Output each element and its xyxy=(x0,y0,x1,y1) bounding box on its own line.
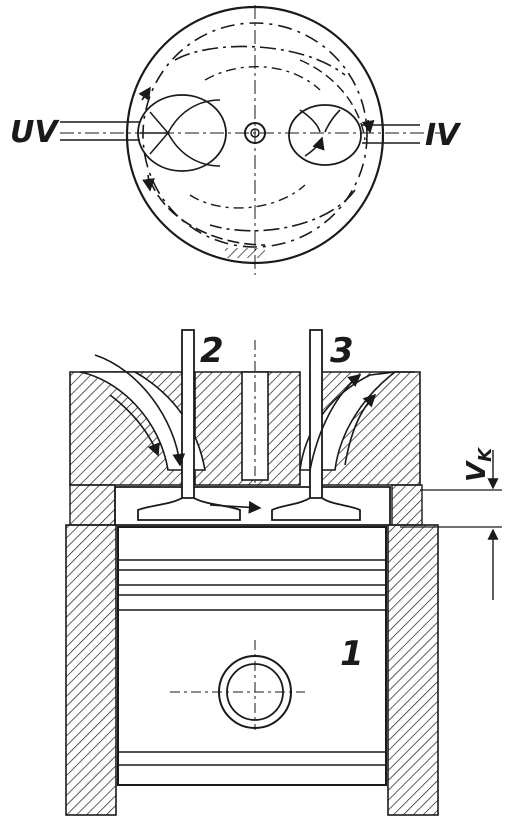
top-view-cylinder xyxy=(60,5,440,275)
swirl-arrow-left xyxy=(138,86,151,101)
chamber-flow-arrow xyxy=(209,500,262,514)
valve-3-stem xyxy=(309,329,323,501)
intake-valve-outline xyxy=(288,104,362,166)
piston xyxy=(117,526,387,786)
intake-flow-arrow-1 xyxy=(94,354,186,467)
clearance-subscript: K xyxy=(475,446,496,462)
valve-2-stem xyxy=(181,329,195,501)
bottom-hatch-mark xyxy=(225,248,265,258)
injector-circle xyxy=(244,122,266,144)
valve-2-label: 2 xyxy=(200,331,224,371)
head-gasket-right xyxy=(391,484,423,526)
exhaust-valve-spokes xyxy=(140,99,221,167)
injector-nozzle xyxy=(250,128,260,138)
exhaust-flow-arrow-2 xyxy=(344,393,377,466)
clearance-symbol: V xyxy=(462,460,492,482)
swirl-arc-6 xyxy=(299,59,366,141)
uv-label: UV xyxy=(10,115,60,150)
valve-3-head xyxy=(271,497,361,521)
iv-label: IV xyxy=(425,118,462,153)
liner-left xyxy=(65,524,117,816)
intake-valve-flow xyxy=(299,109,341,157)
swirl-arc-3 xyxy=(149,179,266,246)
intake-flow-arrow-2 xyxy=(109,394,160,457)
exhaust-flow-arrow-1 xyxy=(309,373,362,471)
clearance-dimension xyxy=(400,450,502,600)
valve-2-head xyxy=(137,497,241,521)
iv-leader-line xyxy=(362,124,420,144)
liner-right xyxy=(387,524,439,816)
swirl-arc-5 xyxy=(189,184,306,209)
uv-leader-line xyxy=(60,121,140,141)
clearance-label: VK xyxy=(462,446,496,482)
swirl-arc-4 xyxy=(204,66,321,91)
swirl-arc-2 xyxy=(209,189,356,232)
swirl-arrow-right xyxy=(361,119,375,134)
svg-text:VK: VK xyxy=(462,446,496,482)
swirl-arc-1 xyxy=(174,45,346,76)
piston-label: 1 xyxy=(340,634,364,674)
cylinder-section xyxy=(65,329,439,816)
head-gasket-left xyxy=(69,484,116,526)
swirl-arrow-left-low xyxy=(142,174,155,192)
exhaust-valve-outline xyxy=(137,94,227,172)
valve-3-label: 3 xyxy=(330,331,354,371)
